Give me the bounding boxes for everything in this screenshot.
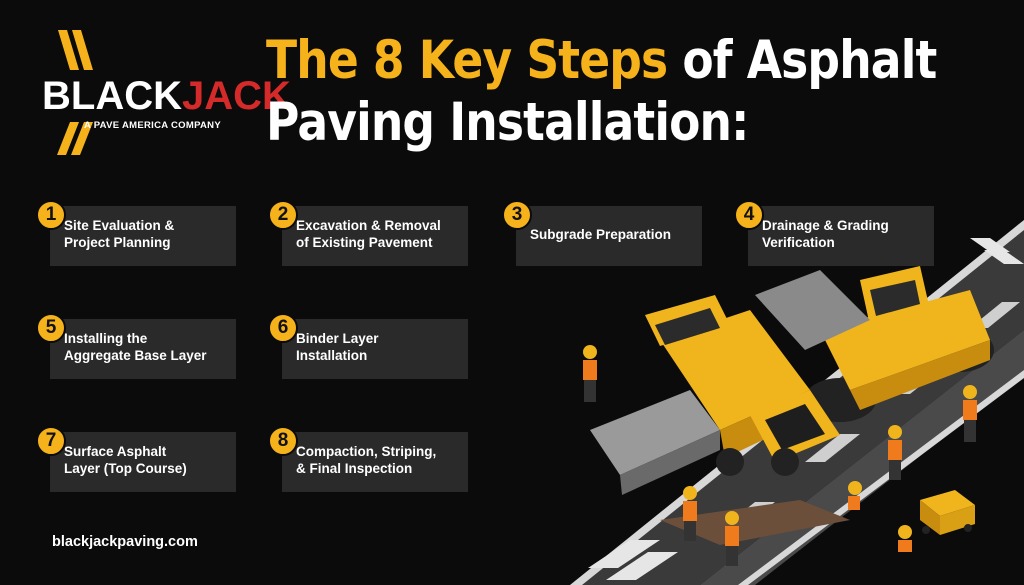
asphalt-paver-icon: [590, 270, 870, 495]
step-number-badge: 5: [36, 313, 66, 343]
step-number-badge: 8: [268, 426, 298, 456]
step-card-background: [516, 206, 702, 266]
step-card-8: 8 Compaction, Striping, & Final Inspecti…: [268, 426, 468, 492]
website-link[interactable]: blackjackpaving.com: [52, 534, 198, 550]
step-label: Drainage & Grading Verification: [762, 218, 889, 250]
step-card-3: 3 Subgrade Preparation: [502, 200, 702, 266]
step-label: Subgrade Preparation: [530, 226, 672, 242]
paving-illustration: [570, 220, 1024, 585]
step-card-4: 4 Drainage & Grading Verification: [734, 200, 934, 266]
step-card-2: 2 Excavation & Removal of Existing Pavem…: [268, 200, 468, 266]
step-label: Site Evaluation & Project Planning: [64, 218, 175, 250]
page-title-line-2: Paving Installation:: [266, 92, 749, 153]
logo-jack-text: JACK: [181, 74, 291, 118]
step-label: Installing the Aggregate Base Layer: [64, 331, 207, 363]
step-number-badge: 1: [36, 200, 66, 230]
step-label: Binder Layer Installation: [296, 331, 379, 363]
generator-icon: [920, 490, 975, 535]
step-number-badge: 3: [502, 200, 532, 230]
page-title: The 8 Key Steps of Asphalt Paving Instal…: [266, 30, 937, 154]
step-number-badge: 2: [268, 200, 298, 230]
step-card-background: [282, 319, 468, 379]
step-card-background: [50, 319, 236, 379]
step-label: Excavation & Removal of Existing Pavemen…: [296, 218, 441, 250]
title-rest: of Asphalt: [667, 30, 937, 91]
logo-tagline: A PAVE AMERICA COMPANY: [84, 120, 221, 131]
step-number-badge: 6: [268, 313, 298, 343]
logo-wordmark: BLACKJACK: [42, 76, 291, 116]
step-card-6: 6 Binder Layer Installation: [268, 313, 468, 379]
step-card-background: [282, 206, 468, 266]
step-card-7: 7 Surface Asphalt Layer (Top Course): [36, 426, 236, 492]
logo-stripes-icon: [57, 30, 93, 155]
step-number-badge: 4: [734, 200, 764, 230]
step-card-background: [748, 206, 934, 266]
step-card-background: [282, 432, 468, 492]
step-number-badge: 7: [36, 426, 66, 456]
step-card-background: [50, 432, 236, 492]
step-card-1: 1 Site Evaluation & Project Planning: [36, 200, 236, 266]
road-worker-icon: [583, 345, 977, 566]
logo-black-text: BLACK: [42, 74, 182, 118]
step-label: Surface Asphalt Layer (Top Course): [64, 444, 187, 476]
step-card-5: 5 Installing the Aggregate Base Layer: [36, 313, 236, 379]
page-title-line-1: The 8 Key Steps of Asphalt: [266, 30, 937, 92]
step-card-background: [50, 206, 236, 266]
step-label: Compaction, Striping, & Final Inspection: [296, 444, 437, 476]
brand-logo: BLACKJACK A PAVE AMERICA COMPANY: [38, 30, 291, 155]
title-highlight: The 8 Key Steps: [266, 30, 668, 91]
